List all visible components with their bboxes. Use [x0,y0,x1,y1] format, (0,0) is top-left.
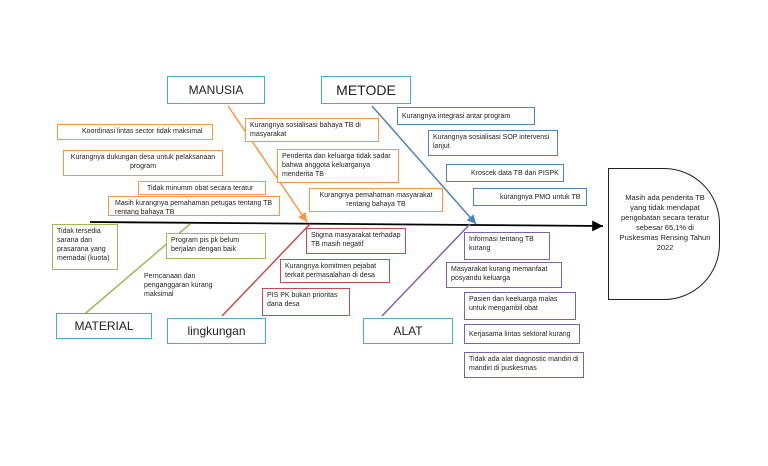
cause-metode-right-4: kurangnya PMO untuk TB [473,188,587,206]
category-alat: ALAT [363,318,453,344]
cause-alat-3: Pasien dan keeluarga malas untuk mengamb… [464,292,576,320]
cause-material-3: Perncanaan dan penganggaran kurang maksi… [144,273,213,298]
alat-bone [381,223,471,317]
cause-alat-1: Informasi tentang TB kurang [464,232,550,260]
cause-material-1: Tidak tersedia sarana dan prasarana yang… [52,224,118,270]
lingkungan-bone [221,223,311,317]
cause-metode-right-1: Kurangnya integrasi antar program [397,107,535,125]
cause-manusia-3: Tidak minumm obat secara teratur [138,181,266,195]
cause-lingkungan-2: Kurangnya komitmen pejabat terkait perma… [280,259,390,283]
cause-metode-left-2: Penderita dan keluarga tidak sadar bahwa… [277,149,399,183]
category-metode: METODE [321,76,411,104]
cause-manusia-1: Koordinasi lintas sector tidak maksimal [57,124,213,140]
cause-metode-left-3: Kurangnya pemahaman masyarakat rentang b… [309,188,443,212]
metode-bone [371,105,477,225]
category-material: MATERIAL [56,313,152,339]
cause-alat-2: Masyarakat kurang memanfaat posyandu kel… [446,262,562,288]
cause-lingkungan-3: PIS PK bukan prioritas dana desa [262,288,350,316]
cause-alat-4: Kerjasama lintas sektoral kurang [464,324,580,344]
cause-manusia-2: Kurangnya dukungan desa untuk pelaksanaa… [63,150,223,176]
effect-head: Masih ada penderita TB yang tidak mendap… [608,168,720,300]
spine-line [89,220,604,232]
cause-lingkungan-1: Stigma masyarakat terhadap TB masih nega… [306,228,406,254]
cause-metode-right-2: Kurangnya sosialisasi SOP intervensi lan… [428,130,558,156]
cause-metode-left-1: Kurangnya sosialisasi bahaya TB di masya… [245,118,379,142]
category-lingkungan: lingkungan [167,318,266,344]
cause-alat-5: Tidak ada alat diagnostic mandiri di man… [464,352,584,378]
manusia-bone [227,105,308,223]
cause-manusia-4: Masih kurangnya pemahaman petugas tentan… [108,196,280,216]
cause-metode-right-3: Kroscek data TB dan PISPK [446,164,564,182]
cause-material-2: Program pis pk belum berjalan dengan bai… [166,233,266,259]
category-manusia: MANUSIA [167,76,265,104]
